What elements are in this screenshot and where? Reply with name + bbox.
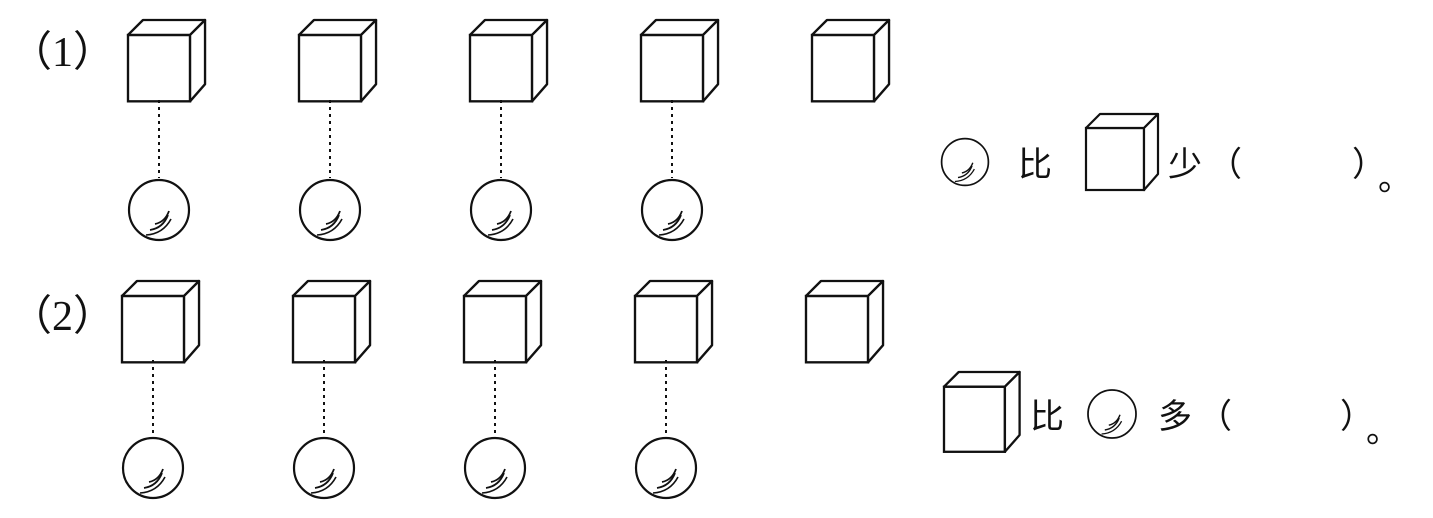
sentence-period: 。 bbox=[1378, 159, 1412, 199]
cube-icon bbox=[120, 279, 201, 364]
ball-icon bbox=[940, 137, 990, 187]
cube-icon bbox=[639, 18, 720, 103]
sentence-open-paren: （ bbox=[1208, 145, 1242, 185]
sentence-period: 。 bbox=[1366, 411, 1400, 451]
sentence-compare-word: 比 bbox=[1030, 397, 1064, 437]
cube-icon bbox=[810, 18, 891, 103]
cube-icon bbox=[633, 279, 714, 364]
sentence-compare-word: 比 bbox=[1018, 145, 1052, 185]
ball-icon bbox=[469, 178, 533, 242]
sentence-close-paren: ） bbox=[1352, 145, 1386, 185]
problem-1: （1） 比 少（ ）。 bbox=[10, 18, 1412, 242]
ball-icon bbox=[640, 178, 704, 242]
cube-icon bbox=[291, 279, 372, 364]
answer-blank[interactable] bbox=[1232, 396, 1332, 436]
ball-icon bbox=[634, 436, 698, 500]
sentence-close-paren: ） bbox=[1340, 397, 1374, 437]
problem-number: （2） bbox=[10, 294, 115, 340]
ball-icon bbox=[298, 178, 362, 242]
comparison-sentence: 比 少（ ）。 bbox=[940, 112, 1412, 199]
comparison-sentence: 比 多（ ）。 bbox=[942, 370, 1400, 453]
problem-2: （2） 比 多（ ）。 bbox=[10, 279, 1400, 500]
sentence-relation-word: 少 bbox=[1168, 145, 1202, 185]
ball-icon bbox=[463, 436, 527, 500]
cube-icon bbox=[942, 370, 1021, 453]
cube-icon bbox=[297, 18, 378, 103]
ball-icon bbox=[292, 436, 356, 500]
problem-number: （1） bbox=[10, 30, 115, 76]
cube-icon bbox=[1084, 112, 1160, 192]
ball-icon bbox=[1087, 389, 1137, 439]
cube-icon bbox=[126, 18, 207, 103]
ball-icon bbox=[127, 178, 191, 242]
cube-icon bbox=[468, 18, 549, 103]
ball-icon bbox=[121, 436, 185, 500]
answer-blank[interactable] bbox=[1242, 144, 1342, 184]
sentence-relation-word: 多 bbox=[1158, 397, 1192, 437]
cube-icon bbox=[804, 279, 885, 364]
sentence-open-paren: （ bbox=[1198, 397, 1232, 437]
cube-icon bbox=[462, 279, 543, 364]
